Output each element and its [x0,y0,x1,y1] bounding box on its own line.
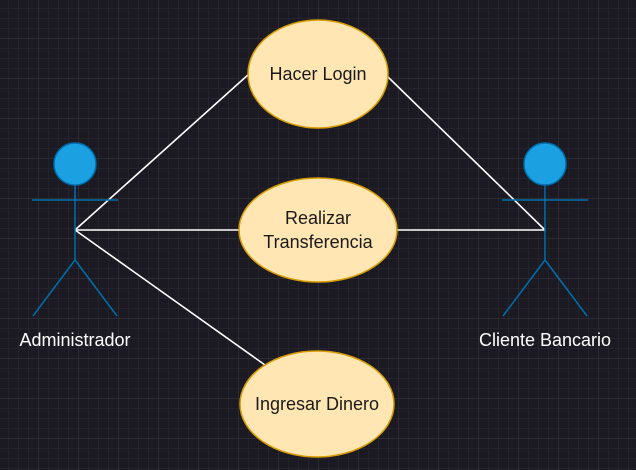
actor-label-cliente-bancario: Cliente Bancario [479,330,611,350]
use-case-label-line-1: Realizar [285,208,351,228]
actor-label-administrador: Administrador [19,330,130,350]
actor-administrador[interactable]: Administrador [19,142,131,350]
actor-head [523,142,567,186]
actor-head [53,142,97,186]
actor-left-leg [32,259,76,317]
actor-left-leg [502,259,546,317]
actor-right-leg [544,259,588,317]
use-case-realizar-transferencia[interactable]: Realizar Transferencia [238,177,398,283]
association-client-login[interactable] [387,76,546,231]
use-case-ingresar-dinero[interactable]: Ingresar Dinero [239,350,395,458]
use-case-label: Ingresar Dinero [255,394,379,414]
use-case-label-line-2: Transferencia [263,232,373,252]
association-admin-login[interactable] [74,73,250,231]
use-case-hacer-login[interactable]: Hacer Login [247,19,389,129]
actor-cliente-bancario[interactable]: Cliente Bancario [479,142,611,350]
use-case-ellipse [239,350,395,458]
actor-right-leg [74,259,118,317]
use-case-label: Hacer Login [269,64,366,84]
use-case-ellipse [247,19,389,129]
associations [74,73,546,366]
association-admin-deposit[interactable] [74,229,266,366]
use-case-ellipse [238,177,398,283]
